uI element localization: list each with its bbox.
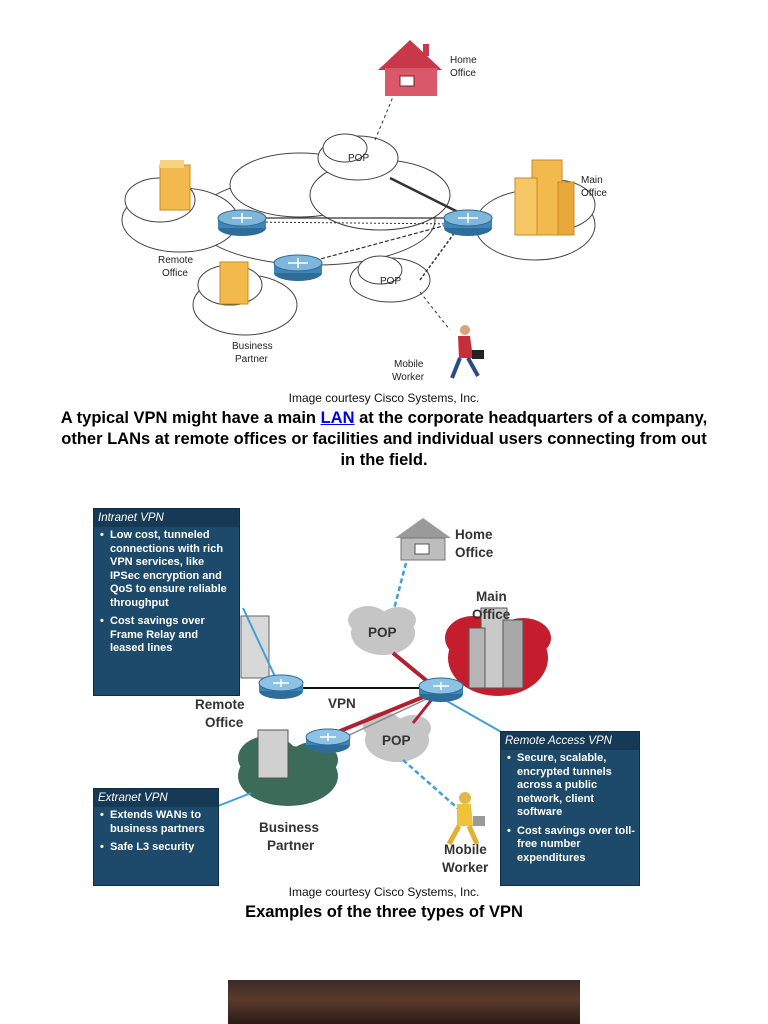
- remote-office-label-line1: Remote: [158, 255, 193, 266]
- business-partner-building: [257, 729, 289, 779]
- home-office-house-icon: [378, 40, 442, 96]
- business-partner-label-line1: Business: [259, 820, 319, 835]
- home-office-label-line2: Office: [455, 545, 494, 560]
- vpn-diagram-1: Home Office Main Office POP POP Remote O…: [121, 40, 607, 383]
- pop-cloud-bottom: [363, 712, 431, 762]
- router-remote: [217, 209, 267, 236]
- vpn-label: VPN: [328, 696, 356, 711]
- vpn-diagram-2: Home Office Main Office POP POP VPN Remo…: [195, 518, 551, 875]
- main-office-label-line1: Main: [581, 175, 603, 186]
- remote-access-vpn-panel: Remote Access VPN Secure, scalable, encr…: [500, 731, 640, 886]
- lan-link[interactable]: LAN: [320, 409, 355, 427]
- business-partner-building: [219, 261, 249, 305]
- main-office-label-line2: Office: [472, 607, 511, 622]
- extranet-bullet-1: Extends WANs to business partners: [100, 809, 214, 836]
- remote-office-building: [159, 160, 191, 211]
- business-partner-label-line2: Partner: [267, 838, 315, 853]
- partial-photo-image: [228, 980, 580, 1024]
- extranet-vpn-panel: Extranet VPN Extends WANs to business pa…: [93, 788, 219, 886]
- intranet-bullet-2: Cost savings over Frame Relay and leased…: [100, 615, 235, 656]
- figure1-caption: A typical VPN might have a main LAN at t…: [60, 408, 708, 471]
- mobile-worker-label-line1: Mobile: [394, 359, 424, 370]
- router-main: [418, 677, 464, 702]
- intranet-vpn-panel: Intranet VPN Low cost, tunneled connecti…: [93, 508, 240, 696]
- pop-cloud-bottom: [349, 255, 431, 303]
- remote-access-bullet-2: Cost savings over toll-free number expen…: [507, 825, 635, 866]
- home-office-label-line1: Home: [450, 55, 477, 66]
- home-office-label-line2: Office: [450, 68, 476, 79]
- home-office-label-line1: Home: [455, 527, 493, 542]
- pop-label-bottom: POP: [382, 733, 411, 748]
- business-partner-label-line2: Partner: [235, 354, 268, 365]
- mobile-worker-label-line1: Mobile: [444, 842, 487, 857]
- home-office-house-icon: [395, 518, 451, 561]
- remote-access-vpn-bullets: Secure, scalable, encrypted tunnels acro…: [501, 750, 639, 872]
- image-credit-2: Image courtesy Cisco Systems, Inc.: [288, 885, 480, 899]
- extranet-vpn-title: Extranet VPN: [94, 789, 218, 807]
- figure2-caption: Examples of the three types of VPN: [245, 903, 523, 921]
- pop-label-bottom: POP: [380, 276, 401, 287]
- home-connector: [391, 562, 408, 614]
- main-office-building: [514, 159, 575, 236]
- router-main: [443, 209, 493, 236]
- mobile-worker-icon: [446, 792, 485, 846]
- mobile-worker-label-line2: Worker: [442, 860, 489, 875]
- pop-label-top: POP: [368, 625, 397, 640]
- mobile-worker-label-line2: Worker: [392, 372, 425, 383]
- caption-text-after: at the corporate headquarters of a compa…: [61, 409, 708, 469]
- pop-label-top: POP: [348, 153, 369, 164]
- pop-cloud-top: [348, 606, 416, 655]
- pop-cloud-top: [317, 133, 399, 181]
- extranet-bullet-2: Safe L3 security: [100, 841, 214, 855]
- mobile-worker-icon: [450, 325, 484, 379]
- remote-access-vpn-title: Remote Access VPN: [501, 732, 639, 750]
- remote-access-bullet-1: Secure, scalable, encrypted tunnels acro…: [507, 752, 635, 820]
- intranet-vpn-title: Intranet VPN: [94, 509, 239, 527]
- main-office-label-line1: Main: [476, 589, 507, 604]
- remote-office-label-line2: Office: [162, 268, 188, 279]
- business-partner-label-line1: Business: [232, 341, 273, 352]
- main-office-building: [468, 607, 524, 689]
- image-credit-1: Image courtesy Cisco Systems, Inc.: [288, 391, 480, 405]
- main-office-label-line2: Office: [581, 188, 607, 199]
- caption-text-before: A typical VPN might have a main: [60, 409, 321, 427]
- router-partner: [305, 728, 351, 753]
- intranet-bullet-1: Low cost, tunneled connections with rich…: [100, 529, 235, 610]
- router-partner: [273, 254, 323, 281]
- router-remote: [258, 674, 304, 699]
- extranet-vpn-bullets: Extends WANs to business partners Safe L…: [94, 807, 218, 862]
- remote-office-label-line2: Office: [205, 715, 244, 730]
- remote-office-label-line1: Remote: [195, 697, 245, 712]
- intranet-vpn-bullets: Low cost, tunneled connections with rich…: [94, 527, 239, 663]
- remote-office-building: [240, 615, 270, 679]
- connection-lines: [249, 79, 459, 331]
